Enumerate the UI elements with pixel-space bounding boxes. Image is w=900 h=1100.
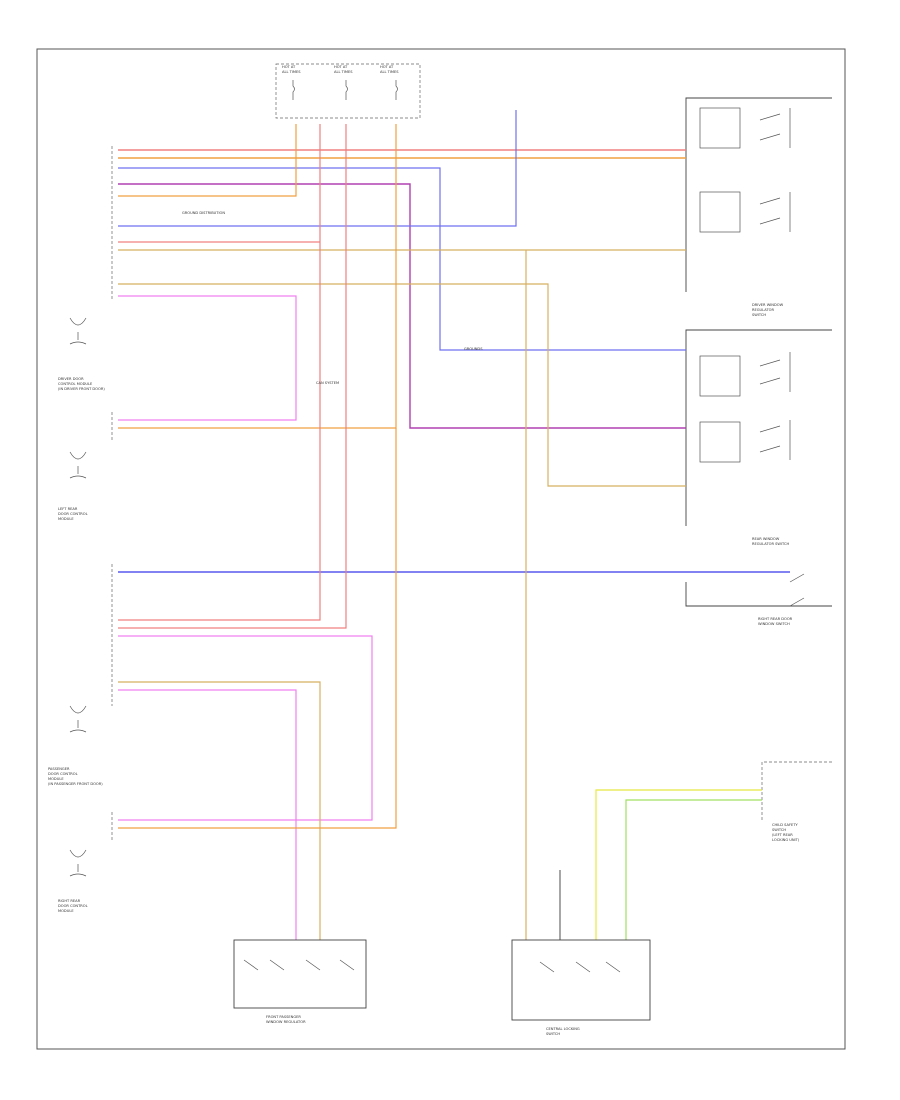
front-passenger-contacts [243,959,355,971]
central-locking-caption-2: SWITCH [546,1032,560,1036]
driver-module-caption-3: (IN DRIVER FRONT DOOR) [58,387,105,391]
child-safety-box: CHILD SAFETY SWITCH (LEFT REAR LOCKING U… [761,761,832,842]
switch-contact-block-1 [699,107,741,149]
wire-pink-2 [118,635,373,821]
rear-switch-outline [685,329,832,526]
rear-switch-caption-2: REGULATOR SWITCH [752,542,789,546]
diagram-frame [36,48,846,1050]
rear-contacts-2 [759,420,791,460]
wire-blue-1 [118,167,686,351]
child-safety-outline [761,761,832,820]
right-rear-module-caption-2: DOOR CONTROL [58,904,88,908]
right-rear-module: RIGHT REAR DOOR CONTROL MODULE [58,849,88,913]
child-safety-caption-3: (LEFT REAR [772,833,793,837]
child-safety-caption-4: LOCKING UNIT) [772,838,800,842]
fuse-1: HOT AT ALL TIMES [282,65,301,100]
central-locking-switch: CENTRAL LOCKING SWITCH [511,939,651,1036]
right-rear-module-caption-1: RIGHT REAR [58,899,81,903]
central-locking-contacts [539,961,621,973]
wire-tan-3 [118,681,321,940]
left-rear-module-caption-1: LEFT REAR [58,507,78,511]
right-rear-switch-caption-2: WINDOW SWITCH [758,622,790,626]
driver-module-symbol [69,317,87,345]
fuse-box-outline [275,63,421,119]
fuse-2-caption-1: HOT AT [334,65,348,69]
driver-switch-caption-3: SWITCH [752,313,766,317]
front-passenger-switch: FRONT PASSENGER WINDOW REGULATOR [233,939,367,1024]
driver-module-caption-2: CONTROL MODULE [58,382,93,386]
fuse-1-caption-2: ALL TIMES [282,70,301,74]
passenger-door-module: PASSENGER DOOR CONTROL MODULE (IN PASSEN… [48,705,103,786]
wire-pink-1 [118,295,297,421]
right-rear-contacts [789,573,805,607]
rear-switch-box: REAR WINDOW REGULATOR SWITCH [685,329,832,546]
left-rear-module-caption-2: DOOR CONTROL [58,512,88,516]
wire-red-3 [118,124,321,621]
driver-module-caption-1: DRIVER DOOR [58,377,84,381]
left-rear-module-caption-3: MODULE [58,517,74,521]
driver-switch-caption-2: REGULATOR [752,308,774,312]
wire-pink-3 [118,689,297,940]
fuse-2-caption-2: ALL TIMES [334,70,353,74]
left-rear-module: LEFT REAR DOOR CONTROL MODULE [58,451,88,521]
passenger-module-symbol [69,705,87,733]
front-passenger-caption-1: FRONT PASSENGER [266,1015,301,1019]
right-rear-switch-caption-1: RIGHT REAR DOOR [758,617,793,621]
wire-orange-fuse [118,124,297,197]
wire-orange-2 [118,124,397,429]
switch-contact-block-2 [699,191,741,233]
right-rear-module-caption-3: MODULE [58,909,74,913]
wire-yellow-1 [595,789,762,940]
right-rear-door-switch: RIGHT REAR DOOR WINDOW SWITCH [685,573,832,626]
driver-door-module: DRIVER DOOR CONTROL MODULE (IN DRIVER FR… [58,317,105,391]
wire-blue-2 [118,110,517,227]
switch-contacts-1 [759,108,791,148]
fuse-block: HOT AT ALL TIMES HOT AT ALL TIMES HOT AT… [275,63,421,119]
passenger-module-caption-4: (IN PASSENGER FRONT DOOR) [48,782,103,786]
passenger-module-caption-1: PASSENGER [48,767,70,771]
fuse-3: HOT AT ALL TIMES [380,65,399,100]
note-grounds-2: GROUNDS [464,347,483,351]
driver-switch-box: DRIVER WINDOW REGULATOR SWITCH [685,97,832,317]
wire-orange-3 [118,428,397,829]
switch-contacts-2 [759,192,791,232]
rear-contacts-1 [759,352,791,392]
right-rear-switch-outline [685,582,832,607]
rear-contact-block-1 [699,355,741,397]
fuse-2: HOT AT ALL TIMES [334,65,353,100]
note-grounds-1: GROUND DISTRIBUTION [182,211,225,215]
fuse-2-symbol [345,80,348,100]
wires [118,110,790,940]
rear-contact-block-2 [699,421,741,463]
wire-red-4 [118,124,347,629]
central-locking-outline [511,939,651,1021]
fuse-1-caption-1: HOT AT [282,65,296,69]
rear-switch-caption-1: REAR WINDOW [752,537,780,541]
front-passenger-switch-outline [233,939,367,1009]
passenger-module-caption-2: DOOR CONTROL [48,772,78,776]
fuse-3-caption-1: HOT AT [380,65,394,69]
note-can: CAN SYSTEM [316,381,339,385]
wire-tan-2 [118,283,686,487]
wire-purple-1 [118,183,686,429]
central-locking-caption-1: CENTRAL LOCKING [546,1027,580,1031]
right-rear-module-symbol [69,849,87,877]
driver-switch-caption-1: DRIVER WINDOW [752,303,784,307]
left-rear-module-symbol [69,451,87,479]
fuse-3-symbol [395,80,398,100]
wire-green-1 [625,799,762,940]
driver-switch-outline [685,97,832,292]
passenger-module-caption-3: MODULE [48,777,64,781]
child-safety-caption-2: SWITCH [772,828,786,832]
fuse-3-caption-2: ALL TIMES [380,70,399,74]
fuse-1-symbol [292,80,295,100]
child-safety-caption-1: CHILD SAFETY [772,823,799,827]
front-passenger-caption-2: WINDOW REGULATOR [266,1020,306,1024]
